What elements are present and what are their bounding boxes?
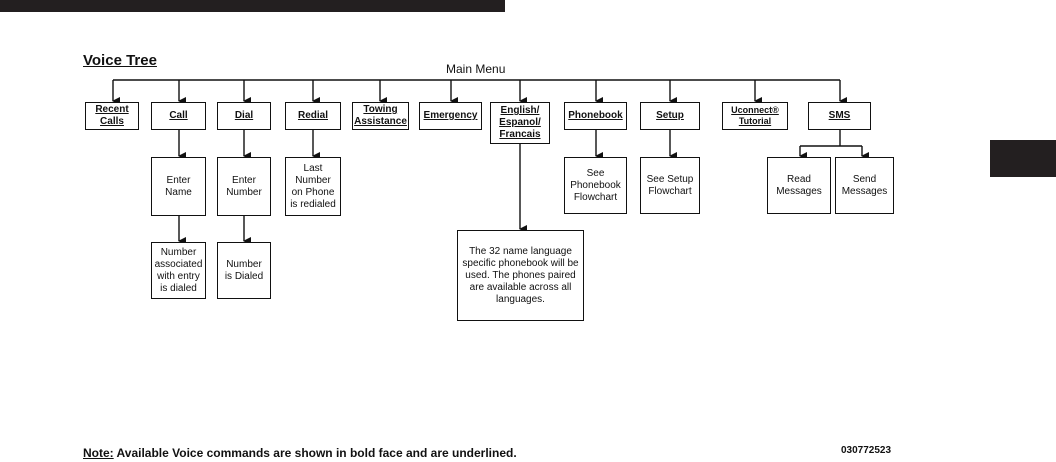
language-note-box: The 32 name language specific phonebook …	[457, 230, 584, 321]
emergency-label: Emergency	[423, 110, 478, 121]
uconnect-tutorial-box: Uconnect® Tutorial	[722, 102, 788, 130]
see-phonebook-label: See Phonebook Flowchart	[570, 167, 621, 203]
dial-label: Dial	[234, 110, 254, 121]
section-tab	[990, 140, 1056, 177]
header-bar	[0, 0, 505, 12]
enter-number-label: Enter Number	[226, 174, 262, 198]
sms-label: SMS	[828, 110, 851, 121]
enter-name-label: Enter Name	[165, 174, 192, 198]
setup-box: Setup	[640, 102, 700, 130]
last-number-box: Last Number on Phone is redialed	[285, 157, 341, 216]
call-box: Call	[151, 102, 206, 130]
towing-assistance-label: Towing Assistance	[354, 104, 407, 127]
dial-box: Dial	[217, 102, 271, 130]
read-messages-box: Read Messages	[767, 157, 831, 214]
recent-calls-label: Recent Calls	[95, 104, 129, 127]
main-menu-label: Main Menu	[446, 62, 506, 76]
sms-box: SMS	[808, 102, 871, 130]
redial-label: Redial	[297, 110, 328, 121]
read-messages-label: Read Messages	[776, 173, 822, 197]
setup-label: Setup	[656, 110, 684, 121]
enter-number-box: Enter Number	[217, 157, 271, 216]
english-espanol-francais-box: English/ Espanol/ Francais	[490, 102, 550, 144]
redial-box: Redial	[285, 102, 341, 130]
towing-assistance-box: Towing Assistance	[352, 102, 409, 130]
phonebook-label: Phonebook	[568, 110, 623, 121]
name-dialed-label: Number associated with entry is dialed	[154, 246, 203, 294]
enter-name-box: Enter Name	[151, 157, 206, 216]
recent-calls-box: Recent Calls	[85, 102, 139, 130]
uconnect-tutorial-label: Uconnect® Tutorial	[731, 105, 779, 126]
language-note-text: The 32 name language specific phonebook …	[462, 245, 579, 305]
send-messages-label: Send Messages	[841, 173, 888, 197]
footnote-text: Available Voice commands are shown in bo…	[113, 446, 517, 460]
english-espanol-francais-label: English/ Espanol/ Francais	[499, 105, 541, 140]
call-label: Call	[169, 110, 188, 121]
emergency-box: Emergency	[419, 102, 482, 130]
number-dialed-label: Number is Dialed	[224, 258, 264, 282]
phonebook-box: Phonebook	[564, 102, 627, 130]
see-phonebook-box: See Phonebook Flowchart	[564, 157, 627, 214]
last-number-label: Last Number on Phone is redialed	[290, 162, 336, 210]
name-dialed-box: Number associated with entry is dialed	[151, 242, 206, 299]
footnote-label: Note:	[83, 446, 114, 460]
diagram-title: Voice Tree	[83, 52, 157, 69]
figure-code: 030772523	[841, 445, 892, 456]
see-setup-label: See Setup Flowchart	[646, 173, 694, 197]
send-messages-box: Send Messages	[835, 157, 894, 214]
footnote: Note: Available Voice commands are shown…	[83, 446, 517, 460]
number-dialed-box: Number is Dialed	[217, 242, 271, 299]
see-setup-box: See Setup Flowchart	[640, 157, 700, 214]
